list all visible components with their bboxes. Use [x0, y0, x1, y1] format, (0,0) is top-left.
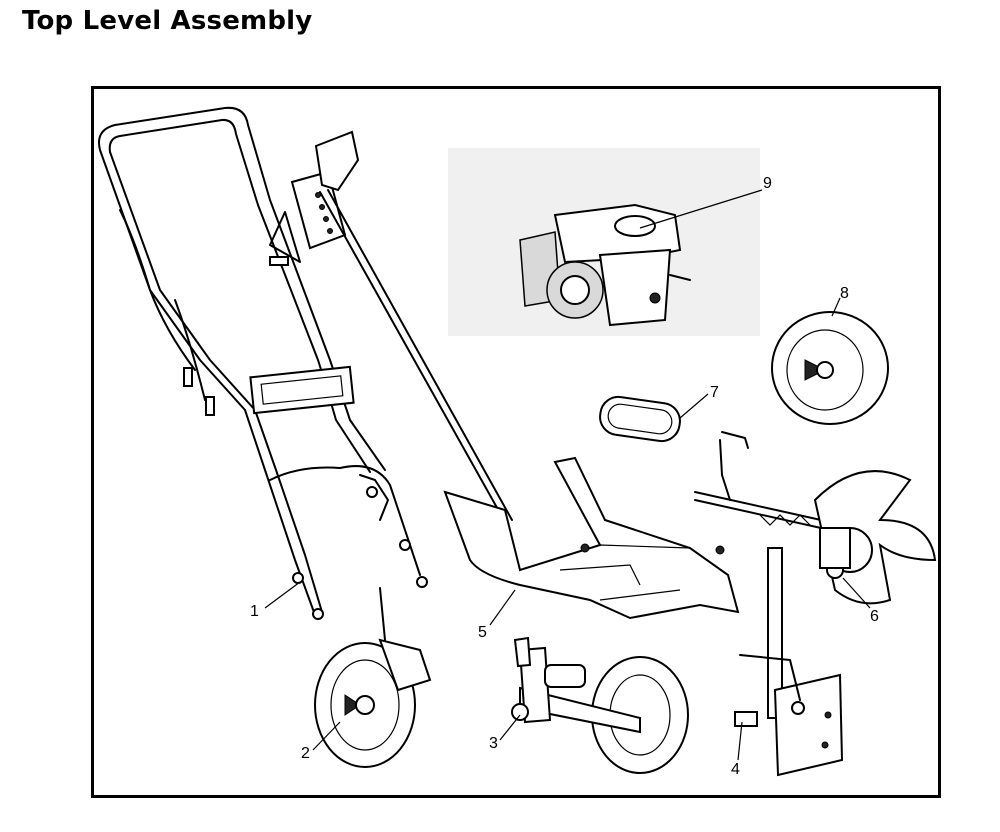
callout-6: 6 — [870, 608, 879, 625]
callout-9: 9 — [763, 175, 772, 192]
drive-belt — [599, 395, 681, 443]
control-rod — [319, 191, 506, 523]
left-wheel — [314, 587, 432, 768]
control-rod-edge — [327, 189, 513, 521]
blade-guard-assembly — [734, 547, 844, 777]
page-title: Top Level Assembly — [22, 6, 313, 36]
blade-shaft-assembly — [694, 431, 937, 605]
callout-4: 4 — [731, 761, 740, 778]
callout-2: 2 — [301, 745, 310, 762]
chassis-deck — [443, 456, 740, 620]
leader-lines — [264, 189, 871, 761]
callout-5: 5 — [478, 624, 487, 641]
callout-8: 8 — [840, 285, 849, 302]
callout-3: 3 — [489, 735, 498, 752]
engine — [519, 203, 691, 327]
handle-assembly — [98, 106, 428, 620]
callout-1: 1 — [250, 603, 259, 620]
drive-wheel-assembly — [511, 636, 689, 774]
callout-7: 7 — [710, 384, 719, 401]
right-wheel — [771, 311, 889, 425]
